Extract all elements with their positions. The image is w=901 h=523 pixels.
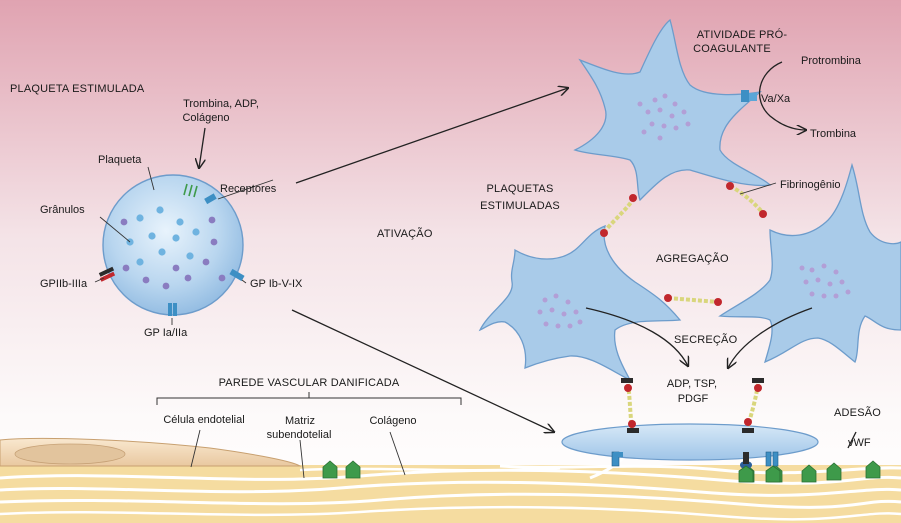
label-vaxa: Va/Xa <box>761 93 791 105</box>
vwf-pointer <box>847 431 857 449</box>
activated-platelet-right <box>718 162 901 364</box>
gpib-receptor <box>229 268 245 282</box>
arrow-to-adhered-platelet <box>291 309 554 432</box>
label-matriz-1: Matriz <box>285 415 315 427</box>
label-trombina-adp-1: Trombina, ADP, <box>183 98 259 110</box>
text-labels: PLAQUETA ESTIMULADA Trombina, ADP, Colág… <box>10 28 881 449</box>
label-protrombina: Protrombina <box>801 55 862 67</box>
label-adp-2: PDGF <box>678 393 709 405</box>
arrow-prothrombin-thrombin <box>759 61 806 130</box>
label-gpia: GP Ia/IIa <box>144 327 188 339</box>
activated-platelet-left <box>478 224 682 382</box>
label-fibrinogenio: Fibrinogênio <box>780 179 841 191</box>
arrows <box>199 61 857 449</box>
label-agregacao: AGREGAÇÃO <box>656 252 729 265</box>
label-gpib: GP Ib-V-IX <box>250 278 303 290</box>
fibrinogen-bridges <box>600 182 767 433</box>
endothelial-cell <box>0 437 302 467</box>
arrow-secretion-right <box>728 307 813 368</box>
label-matriz-2: subendotelial <box>267 429 332 441</box>
label-parede: PAREDE VASCULAR DANIFICADA <box>219 377 400 389</box>
label-plaqueta: Plaqueta <box>98 154 142 166</box>
label-adp-1: ADP, TSP, <box>667 378 717 390</box>
label-celula: Célula endotelial <box>163 414 244 426</box>
activated-platelet-top <box>573 18 772 202</box>
vascular-wall-bracket <box>156 392 462 405</box>
label-adesao: ADESÃO <box>834 406 881 419</box>
label-ativacao: ATIVAÇÃO <box>377 227 433 240</box>
receptors-top <box>183 183 198 198</box>
gpiib-receptor <box>98 266 116 282</box>
label-colageno: Colágeno <box>369 415 416 427</box>
leader-lines <box>94 166 777 479</box>
platelet-round <box>98 174 245 316</box>
label-gpiib: GPIIb-IIIa <box>40 278 88 290</box>
arrow-to-top-platelet <box>295 88 568 184</box>
label-secrecao: SECREÇÃO <box>674 333 738 346</box>
label-trombina: Trombina <box>810 128 857 140</box>
label-atividade-1: ATIVIDADE PRÓ- <box>697 28 788 41</box>
label-atividade-2: COAGULANTE <box>693 43 771 55</box>
label-granulos: Grânulos <box>40 204 85 216</box>
label-plaquetas-estimuladas-2: ESTIMULADAS <box>480 200 560 212</box>
label-plaqueta-estimulada: PLAQUETA ESTIMULADA <box>10 83 145 95</box>
arrow-secretion-left <box>585 307 688 366</box>
label-trombina-adp-2: Colágeno <box>182 112 229 124</box>
gpia-receptor <box>168 303 177 316</box>
granules <box>120 206 226 290</box>
arrow-agonists <box>199 127 206 168</box>
label-plaquetas-estimuladas-1: PLAQUETAS <box>486 183 553 195</box>
label-receptores: Receptores <box>220 183 277 195</box>
label-vwf: vWF <box>848 437 871 449</box>
